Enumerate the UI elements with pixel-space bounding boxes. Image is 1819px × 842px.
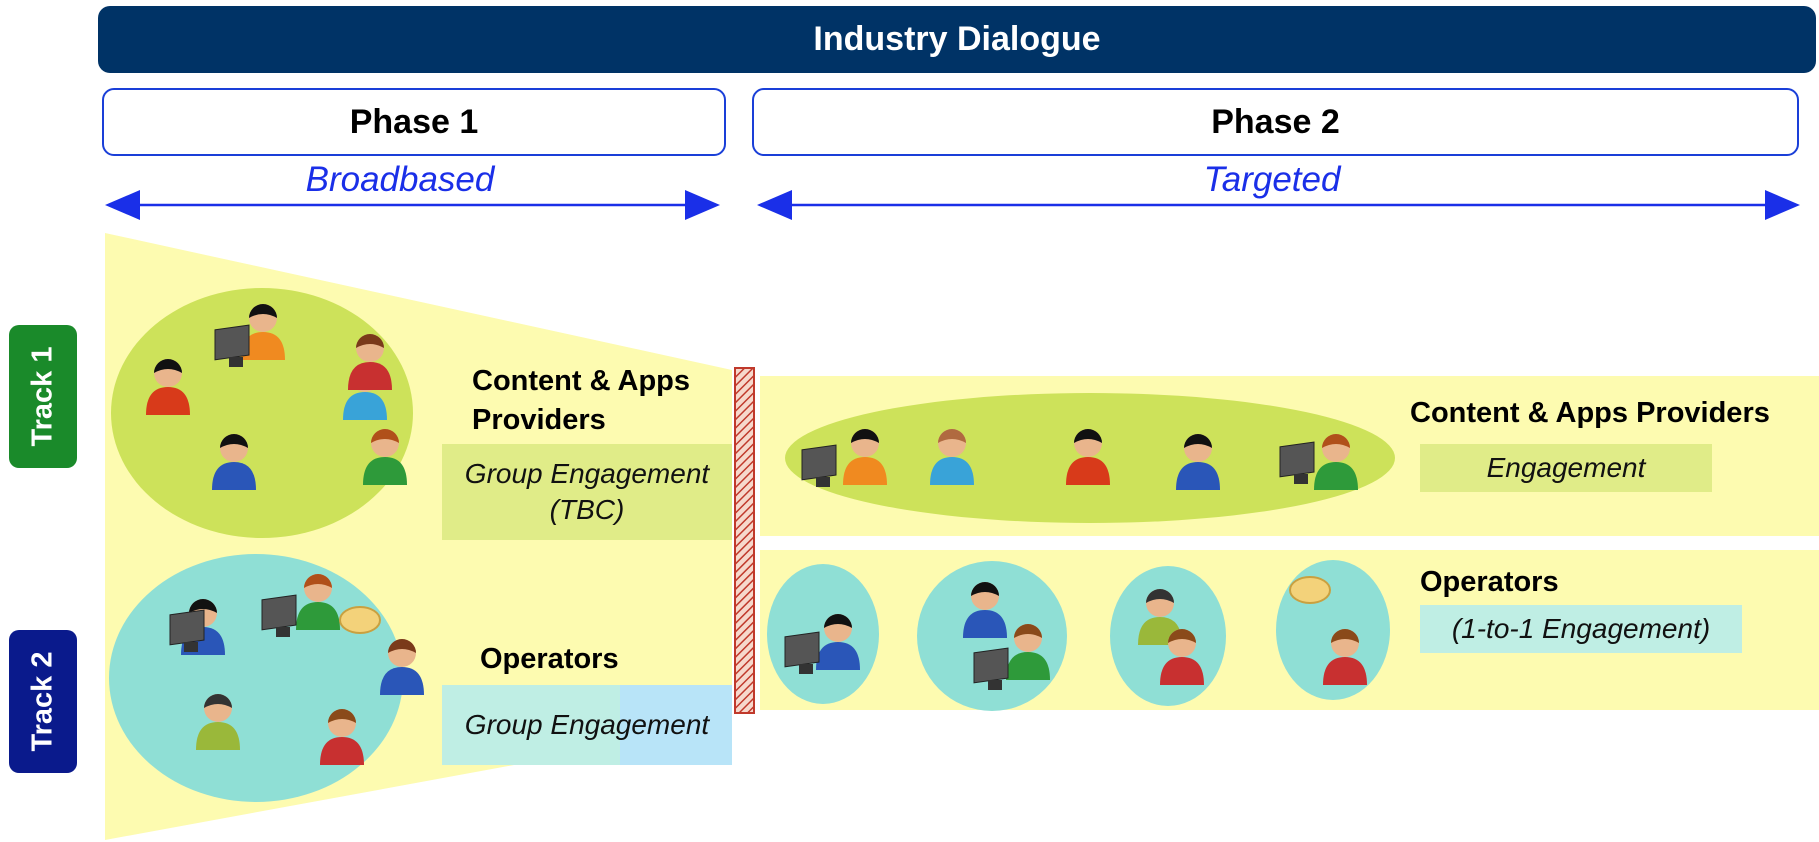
computer-monitor-icon [973,647,1009,690]
person-icon [363,429,407,485]
person-icon [1006,624,1050,680]
phase1-track1-engagement: Group Engagement (TBC) [464,458,710,525]
person-icon [296,574,340,630]
person-icon [146,359,190,415]
person-icon [212,434,256,490]
phase1-label: Phase 1 [349,102,479,141]
phase2-header: Phase 2 [752,88,1799,156]
person-icon [241,304,285,360]
phase2-track1-engagement-bg [1420,444,1712,492]
person-icon [320,709,364,765]
phase2-track2-engagement-bg [1420,605,1742,653]
computer-monitor-icon [261,594,297,637]
person-icon [1323,629,1367,685]
person-icon [843,429,887,485]
phase2-track2-engagement: (1-to-1 Engagement) [1451,613,1711,644]
person-icon [1314,434,1358,490]
computer-monitor-icon [784,631,820,674]
computer-monitor-icon [214,324,250,367]
phase1-track2-engagement: Group Engagement [464,709,710,740]
person-icon [930,429,974,485]
track1-badge: Track 1 [9,325,77,468]
person-icon [963,582,1007,638]
person-icon [1160,629,1204,685]
phase2-track1-group-label: Content & Apps Providers [1410,397,1770,429]
track1-label: Track 1 [26,346,59,447]
person-icon [1138,589,1182,645]
person-icon [1176,434,1220,490]
phase1-subtitle: Broadbased [305,160,495,199]
speech-bubble-icon [1289,576,1331,604]
track2-badge: Track 2 [9,630,77,773]
computer-monitor-icon [169,609,205,652]
operator-circle-1 [767,564,879,704]
phase2-track1-engagement: Engagement [1486,452,1646,483]
phase2-subtitle: Targeted [1203,160,1341,199]
phase1-track1-group-label: Content & Apps Providers [472,365,691,436]
person-icon [380,639,424,695]
phase1-content-providers-group [111,288,413,538]
people-icons [146,304,1367,765]
phase2-track2-group-label: Operators [1420,566,1559,598]
computer-monitor-icon [1279,441,1315,484]
track2-label: Track 2 [26,651,59,752]
phase2-label: Phase 2 [1211,102,1340,141]
phase1-header: Phase 1 [102,88,726,156]
person-icon [196,694,240,750]
phase1-track2-group-label: Operators [480,643,619,675]
computer-monitor-icon [801,444,837,487]
person-icon [816,614,860,670]
industry-dialogue-banner: Industry Dialogue [98,6,1816,73]
banner-title: Industry Dialogue [813,20,1101,58]
phase1-track1-engagement-bg [442,444,732,540]
person-icon [1066,429,1110,485]
phase-barrier [734,367,755,714]
person-icon [348,334,392,390]
speech-bubble-icon [339,606,381,634]
